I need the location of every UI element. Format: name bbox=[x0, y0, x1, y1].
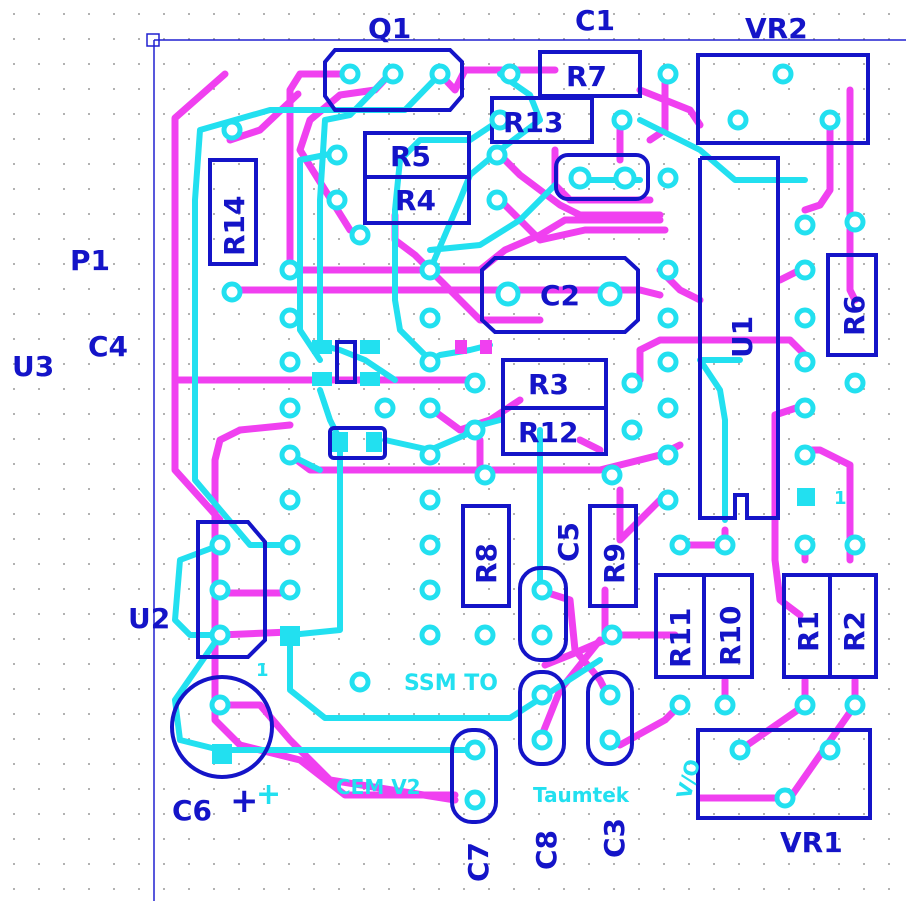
label-r11: R11 bbox=[664, 607, 697, 668]
label-r14: R14 bbox=[218, 195, 251, 256]
smd-pads bbox=[212, 340, 815, 764]
label-plus: + bbox=[230, 781, 259, 821]
label-u1: U1 bbox=[726, 316, 759, 358]
board-origin bbox=[146, 33, 906, 901]
label-vr1: VR1 bbox=[780, 826, 843, 859]
label-c3: C3 bbox=[598, 818, 631, 858]
cem-text: CEM V2 bbox=[336, 775, 421, 799]
label-r12: R12 bbox=[518, 416, 579, 449]
label-r13: R13 bbox=[503, 106, 564, 139]
label-r8: R8 bbox=[470, 543, 503, 584]
ssm-text: SSM TO bbox=[404, 671, 498, 696]
label-c2: C2 bbox=[540, 279, 580, 312]
label-r1: R1 bbox=[792, 611, 825, 652]
taum-text: Taumtek bbox=[533, 783, 630, 807]
through-hole-pads bbox=[209, 63, 866, 811]
label-r7: R7 bbox=[566, 60, 607, 93]
label-c1: C1 bbox=[575, 4, 615, 37]
label-r5: R5 bbox=[390, 140, 431, 173]
label-c6: C6 bbox=[172, 794, 212, 827]
label-q1: Q1 bbox=[368, 12, 411, 45]
label-r2: R2 bbox=[838, 611, 871, 652]
label-u2: U2 bbox=[128, 602, 170, 635]
label-r9: R9 bbox=[598, 543, 631, 584]
label-u3: U3 bbox=[12, 350, 54, 383]
pin1-u2: 1 bbox=[256, 660, 269, 681]
label-c4: C4 bbox=[88, 330, 128, 363]
label-c7: C7 bbox=[462, 842, 495, 882]
pin1-u1: 1 bbox=[834, 488, 847, 509]
copper-text: SSM TO CEM V2 Taumtek V/O 1 1 + bbox=[256, 488, 847, 812]
label-p1: P1 bbox=[70, 244, 110, 277]
plus-copper: + bbox=[256, 777, 281, 812]
label-r3: R3 bbox=[528, 368, 569, 401]
component-outlines bbox=[170, 48, 878, 824]
label-r6: R6 bbox=[838, 295, 871, 336]
label-c8: C8 bbox=[530, 830, 563, 870]
label-vr2: VR2 bbox=[745, 12, 808, 45]
smd-pads-pink bbox=[455, 340, 492, 354]
component-labels: Q1 C1 VR2 R7 R13 R5 R4 R14 P1 C4 U3 C2 U… bbox=[12, 4, 871, 882]
label-r4: R4 bbox=[395, 184, 436, 217]
label-r10: R10 bbox=[714, 605, 747, 666]
label-c5: C5 bbox=[552, 522, 585, 562]
